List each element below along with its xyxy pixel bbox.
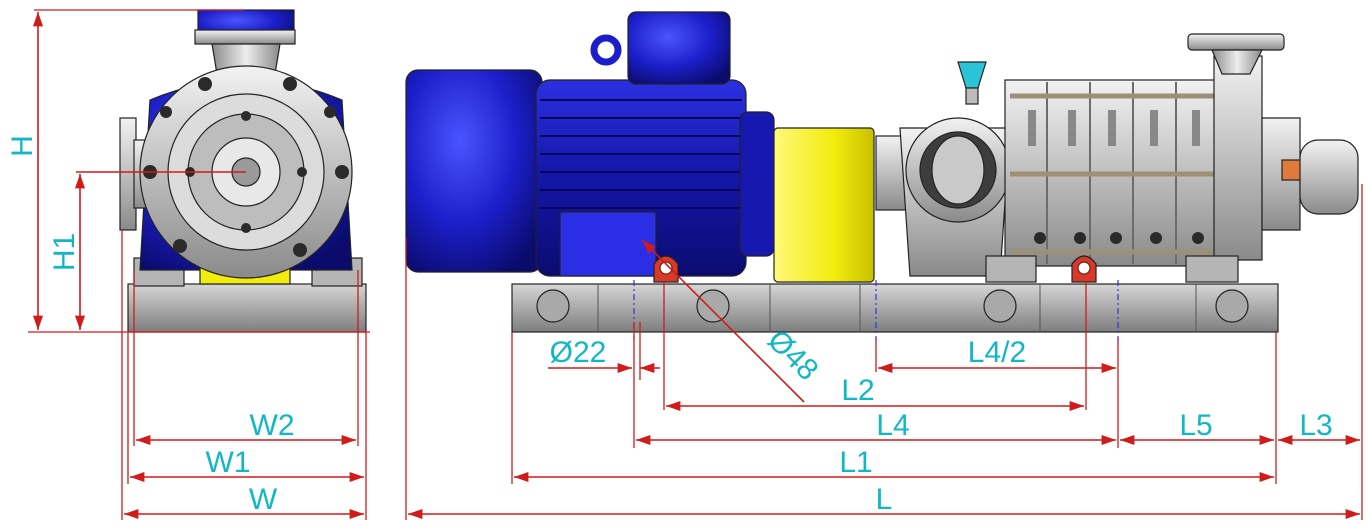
- label-w2: W2: [250, 409, 295, 442]
- coupling-guard: [773, 127, 875, 283]
- label-d48: Ø48: [761, 324, 824, 387]
- label-h1: H1: [48, 233, 81, 271]
- label-w1: W1: [206, 446, 251, 479]
- label-w: W: [249, 483, 278, 516]
- label-l: L: [876, 483, 893, 516]
- vent-valve: [957, 61, 987, 89]
- motor-fan-cowl: [405, 69, 543, 273]
- pump-front-view: [405, 11, 1359, 340]
- front-baseframe: [511, 283, 1279, 333]
- dim-d48-leader: [641, 239, 805, 403]
- side-baseframe: [127, 283, 367, 333]
- label-d22: Ø22: [550, 336, 607, 369]
- dimension-labels: H H1 W2 W1 W Ø22 Ø48 L4/2 L2 L4 L5 L3 L1…: [6, 135, 1333, 516]
- label-l3: L3: [1299, 409, 1332, 442]
- label-l5: L5: [1179, 409, 1212, 442]
- dimension-lines: [28, 9, 1363, 520]
- label-h: H: [6, 135, 39, 157]
- label-l1: L1: [839, 446, 872, 479]
- pump-side-view: [76, 9, 367, 333]
- motor-terminal-box: [627, 11, 731, 85]
- bearing-cover: [1299, 139, 1359, 215]
- label-l4-2: L4/2: [968, 336, 1026, 369]
- label-l4: L4: [876, 409, 909, 442]
- label-l2: L2: [841, 374, 874, 407]
